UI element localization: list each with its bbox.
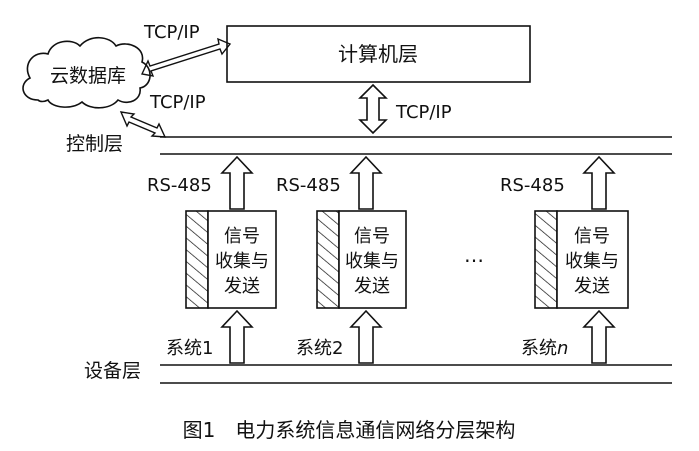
control-layer: 控制层 — [66, 133, 672, 155]
rs485-up-arrow — [582, 155, 616, 210]
device-layer-label: 设备层 — [84, 360, 141, 382]
rs485-up-arrow — [220, 155, 254, 210]
tcp-label-computer-control: TCP/IP — [395, 102, 452, 123]
cloud-computer-link — [140, 37, 232, 77]
signal-box-hatch — [534, 210, 558, 309]
system-label-text: 系统 — [521, 338, 557, 359]
computer-layer-box — [226, 25, 531, 83]
tcp-label-cloud-computer: TCP/IP — [143, 22, 200, 43]
cloud-label: 云数据库 — [50, 65, 126, 87]
computer-layer-label: 计算机层 — [338, 42, 418, 66]
rs485-label: RS-485 — [147, 175, 212, 196]
system-label: 系统1 — [166, 338, 213, 359]
figure-caption: 图1 电力系统信息通信网络分层架构 — [183, 418, 516, 442]
signal-box-hatch — [316, 210, 340, 309]
signal-box — [207, 210, 277, 309]
signal-box-line-2: 收集与 — [565, 251, 619, 272]
computer-layer: 计算机层 — [226, 25, 531, 83]
system-label: 系统n — [521, 338, 568, 359]
signal-box-hatch — [185, 210, 209, 309]
signal-box-line-3: 发送 — [224, 276, 260, 297]
system-up-arrow — [349, 309, 383, 364]
cloud-shape — [22, 36, 151, 109]
signal-box-line-2: 收集与 — [345, 251, 399, 272]
device-layer: 设备层 — [84, 360, 672, 384]
signal-box-line-2: 收集与 — [215, 251, 269, 272]
system-up-arrow — [582, 309, 616, 364]
control-layer-label: 控制层 — [66, 133, 123, 155]
tcp-label-cloud-control: TCP/IP — [149, 92, 206, 113]
signal-box-line-3: 发送 — [574, 276, 610, 297]
signal-box-line-1: 信号 — [574, 226, 610, 247]
unit-1: RS-485 信号 收集与 发送 系统1 — [147, 155, 277, 364]
signal-box-line-1: 信号 — [354, 226, 390, 247]
units-ellipsis: … — [464, 243, 484, 267]
rs485-label: RS-485 — [500, 175, 565, 196]
system-label: 系统2 — [296, 338, 343, 359]
computer-control-arrow — [358, 83, 388, 135]
rs485-label: RS-485 — [276, 175, 341, 196]
cloud-control-link — [119, 111, 167, 138]
system-up-arrow — [220, 309, 254, 364]
unit-2: RS-485 信号 收集与 发送 系统2 — [276, 155, 407, 364]
unit-n: RS-485 信号 收集与 发送 系统n — [500, 155, 629, 364]
signal-box-line-1: 信号 — [224, 226, 260, 247]
signal-box-line-3: 发送 — [354, 276, 390, 297]
rs485-up-arrow — [349, 155, 383, 210]
system-label-n: n — [557, 338, 568, 359]
signal-box — [556, 210, 629, 309]
signal-box — [338, 210, 407, 309]
cloud-database: 云数据库 — [22, 36, 151, 109]
